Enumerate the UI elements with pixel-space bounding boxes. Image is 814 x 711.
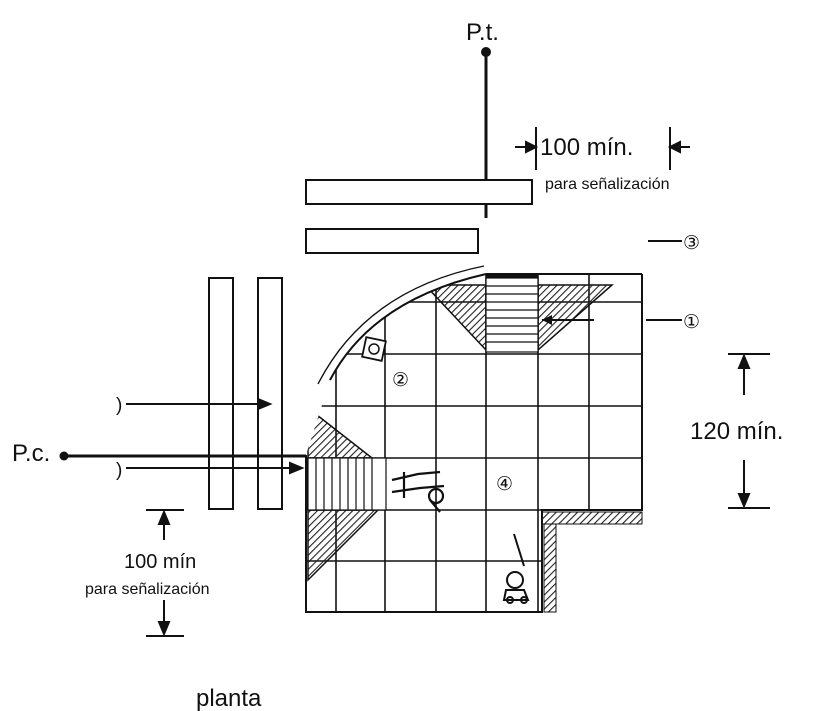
ref-left-a: ): [116, 395, 122, 416]
pc-axis: [59, 451, 306, 461]
signal-bar-left-2: [257, 277, 283, 510]
plaza-plan: [305, 265, 643, 613]
ref-4: ④: [496, 474, 513, 495]
dim-top-value: 100 mín.: [540, 134, 633, 161]
ref-1: ①: [683, 312, 700, 333]
right-dimension: [728, 353, 770, 509]
wheelchair-user-icon: [391, 470, 445, 513]
caption: planta: [196, 685, 262, 711]
dim-right-value: 120 mín.: [690, 418, 783, 445]
dim-top-note: para señalización: [545, 176, 670, 193]
post-marker: [361, 336, 387, 362]
left-leaders: [126, 397, 305, 475]
signal-bar-left-1: [208, 277, 234, 510]
person-with-cane-icon: [502, 533, 530, 604]
signal-bar-top-1: [305, 179, 533, 205]
signal-bar-top-2: [305, 228, 479, 254]
ref-1-arrow: [542, 315, 552, 325]
top-dimension: [515, 127, 690, 170]
dim-left-note: para señalización: [85, 581, 210, 598]
ref-3: ③: [683, 233, 700, 254]
pc-label: P.c.: [12, 440, 50, 467]
left-dimension: [146, 509, 184, 637]
ref-2: ②: [392, 370, 409, 391]
pt-label: P.t.: [466, 19, 499, 46]
dim-left-value: 100 mín: [124, 551, 196, 573]
ref-left-b: ): [116, 460, 122, 481]
